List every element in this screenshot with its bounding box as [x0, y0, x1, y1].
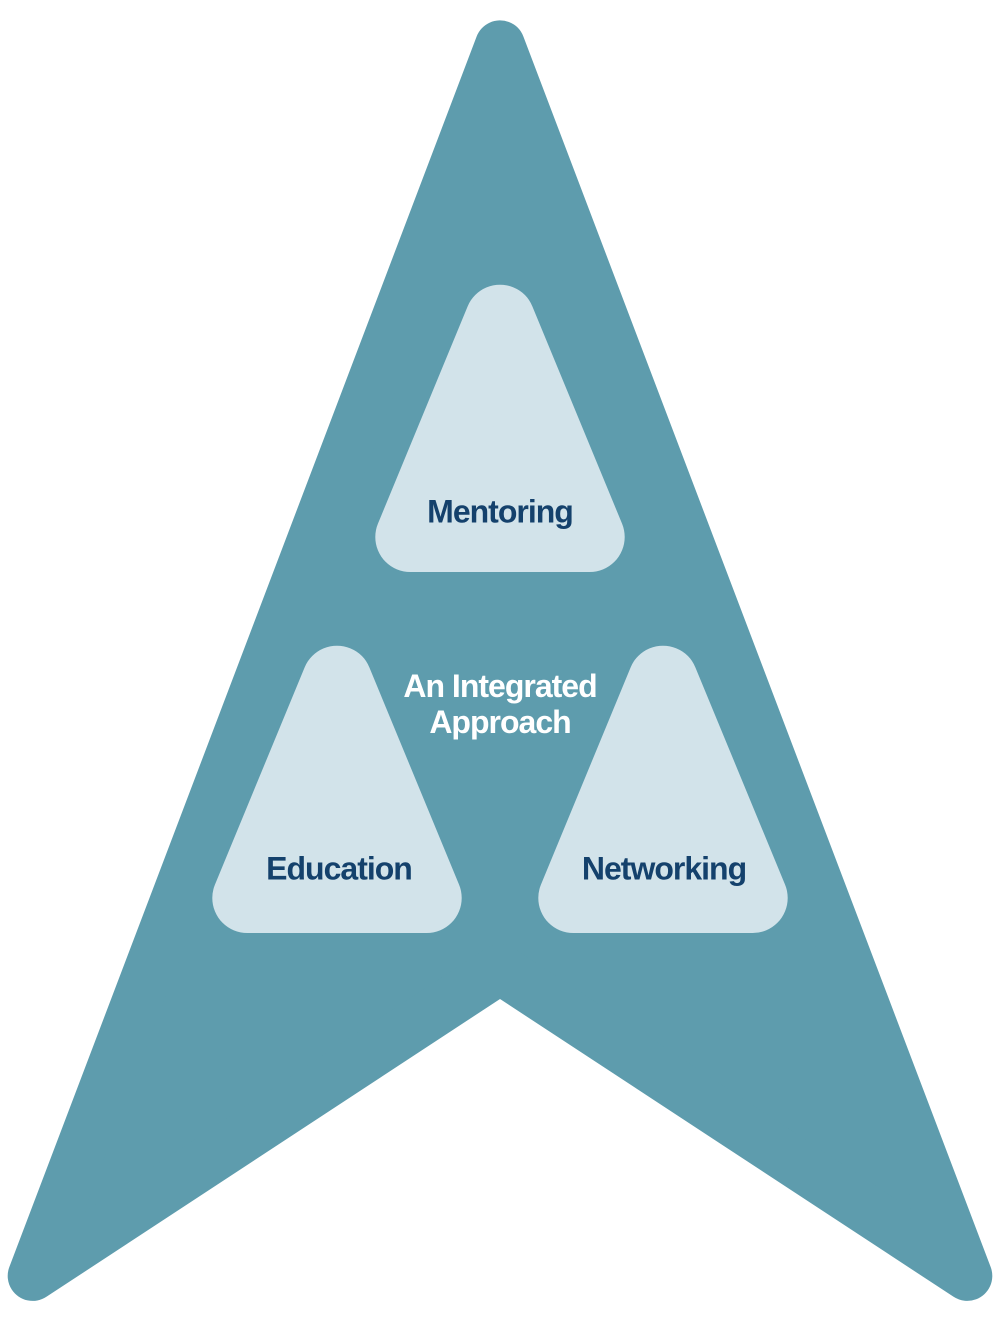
mentoring-label: Mentoring [427, 493, 574, 530]
center-title: An Integrated Approach [403, 668, 597, 740]
mentoring-triangle [375, 284, 625, 572]
center-title-line1: An Integrated [403, 668, 597, 704]
center-title-line2: Approach [429, 704, 571, 740]
arrow-shape [7, 20, 993, 1301]
education-triangle [212, 645, 462, 933]
networking-label: Networking [581, 850, 747, 887]
networking-triangle [538, 645, 788, 933]
education-label: Education [266, 850, 413, 887]
